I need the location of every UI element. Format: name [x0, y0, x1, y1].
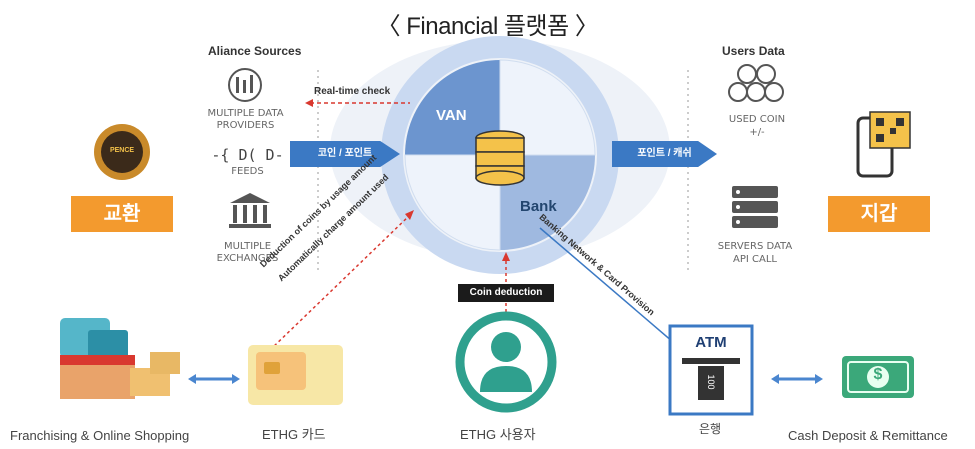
ethg-card-icon: [248, 345, 343, 405]
feeds-label: FEEDS: [231, 166, 264, 177]
pence-coin-text: PENCE: [109, 147, 135, 154]
shopping-label: Franchising & Online Shopping: [10, 428, 190, 443]
bank-label: Bank: [520, 198, 557, 215]
api-call-label: API CALL: [733, 254, 777, 265]
feeds-icon: -{ D( D-: [211, 146, 284, 164]
atm-icon: [668, 324, 754, 416]
page-title: 〈 Financial 플랫폼 〉: [376, 13, 599, 40]
top-right-quadrant: [499, 59, 596, 156]
mobile-wallet-icon: [856, 111, 911, 178]
exchange-label: 교환: [71, 196, 173, 232]
coin-point-arrow: 코인 / 포인트: [290, 141, 400, 167]
bank-bottom-label: 은행: [699, 422, 722, 436]
realtime-check-label: Real-time check: [314, 86, 391, 97]
users-icon: [728, 64, 784, 102]
plus-minus-label: +/-: [749, 127, 765, 138]
used-coin-label: USED COIN: [728, 114, 786, 125]
point-cash-arrow: 포인트 / 캐쉬: [612, 141, 717, 167]
atm-cash-double-arrow: [771, 374, 823, 384]
server-icon: [732, 186, 778, 228]
coin-deduction-label: Coin deduction: [458, 284, 554, 302]
banking-arrow: [539, 227, 681, 349]
database-icon: [475, 130, 525, 186]
data-providers-label: MULTIPLE DATA PROVIDERS: [207, 108, 284, 131]
shopping-card-double-arrow: [188, 374, 240, 384]
van-label: VAN: [436, 107, 467, 124]
ethg-user-icon: [455, 311, 557, 413]
cash-deposit-label: Cash Deposit & Remittance: [788, 428, 948, 443]
pence-coin-icon: [94, 124, 150, 180]
multiple-exchanges-label: MULTIPLE EXCHANGES: [216, 241, 279, 264]
shopping-illustration: [60, 318, 180, 399]
dollar-sign: $: [873, 366, 883, 383]
users-data-heading: Users Data: [722, 44, 785, 58]
exchanges-icon: [229, 193, 271, 228]
usage-arrow: [269, 214, 411, 351]
van-quadrant: [405, 60, 500, 155]
ethg-card-label: ETHG 카드: [262, 427, 326, 442]
cash-icon: [842, 356, 914, 398]
data-providers-icon: [228, 68, 262, 102]
atm-label: ATM: [695, 334, 727, 351]
servers-data-label: SERVERS DATA: [717, 241, 793, 252]
wallet-label: 지갑: [828, 196, 930, 232]
alliance-sources-heading: Aliance Sources: [208, 44, 302, 58]
atm-slot-label: 100: [706, 374, 716, 390]
ethg-user-label: ETHG 사용자: [460, 427, 536, 442]
